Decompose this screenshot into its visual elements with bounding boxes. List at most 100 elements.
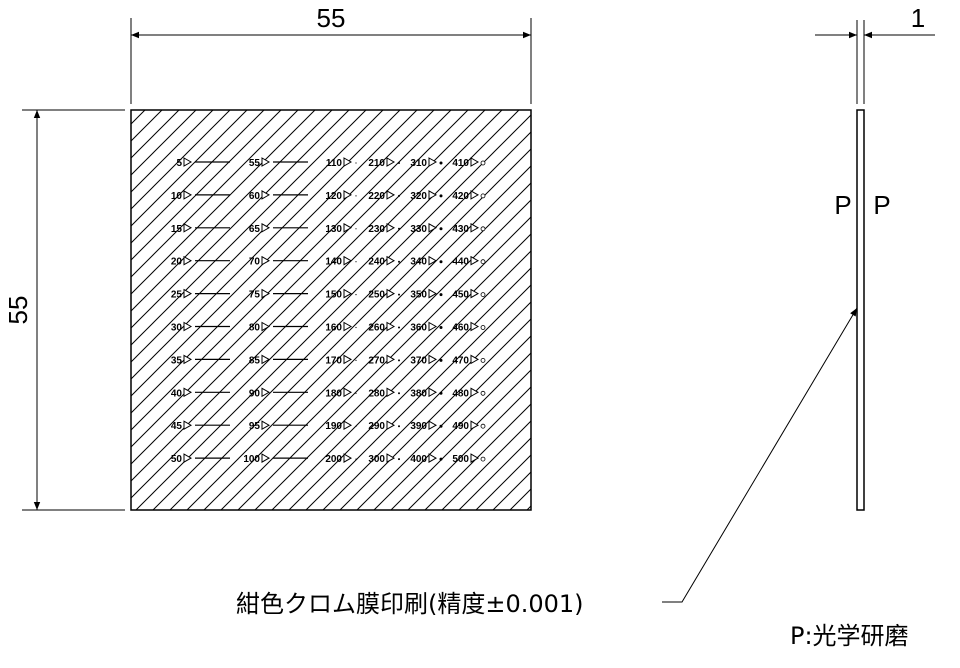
face-label-left: P (834, 190, 851, 220)
triangle-marker (470, 453, 480, 463)
width-dimension: 55 (130, 3, 532, 104)
triangle-marker (386, 288, 396, 299)
scale-label: 65 (249, 224, 261, 235)
triangle-marker (386, 222, 396, 233)
scale-label: 400 (410, 454, 427, 465)
scale-label: 500 (452, 454, 469, 465)
scale-label: 300 (368, 454, 385, 465)
triangle-marker (261, 222, 271, 233)
scale-mark-tiny-dot (355, 261, 357, 263)
scale-mark-circle (480, 193, 486, 199)
triangle-marker (343, 453, 353, 463)
scale-label: 260 (368, 323, 385, 334)
scale-label: 50 (171, 454, 183, 465)
scale-mark-tiny-dot (355, 326, 357, 329)
scale-label: 90 (249, 388, 261, 399)
triangle-marker (261, 288, 271, 299)
triangle-marker (261, 255, 271, 266)
scale-label: 15 (171, 224, 183, 235)
scale-label: 75 (249, 290, 261, 301)
triangle-marker (183, 321, 193, 332)
scale-label: 60 (249, 191, 261, 202)
scale-label: 110 (326, 158, 343, 169)
triangle-marker (183, 387, 193, 398)
scale-mark-tiny-dot (355, 458, 357, 460)
triangle-marker (428, 157, 438, 167)
scale-mark-small-dot (398, 359, 400, 362)
scale-label: 450 (452, 290, 469, 301)
triangle-marker (261, 354, 271, 365)
coating-note: 紺色クロム膜印刷(精度±0.001) (236, 590, 584, 618)
scale-mark-small-dot (398, 293, 400, 296)
scale-label: 230 (368, 224, 385, 235)
scale-label: 70 (249, 257, 261, 268)
scale-mark-dot (439, 194, 443, 198)
scale-label: 5 (176, 158, 182, 169)
triangle-marker (343, 222, 353, 233)
polish-legend: P:光学研磨 (790, 622, 909, 650)
scale-mark-circle (480, 226, 486, 232)
triangle-marker (343, 387, 353, 398)
scale-mark-dot (439, 457, 443, 461)
scale-mark-dot (439, 424, 443, 428)
scale-label: 95 (249, 421, 261, 432)
plate-side-view (856, 109, 865, 511)
scale-mark-circle (480, 160, 486, 166)
scale-label: 30 (171, 323, 183, 334)
scale-label: 430 (452, 224, 469, 235)
scale-mark-circle (480, 292, 486, 298)
triangle-marker (261, 420, 271, 431)
triangle-marker (470, 255, 480, 266)
triangle-marker (343, 420, 353, 431)
thickness-dimension: 1 (815, 3, 935, 104)
triangle-marker (386, 387, 396, 398)
width-value: 55 (317, 3, 346, 33)
triangle-marker (428, 288, 438, 299)
triangle-marker (343, 255, 353, 266)
triangle-marker (386, 321, 396, 332)
scale-label: 490 (452, 421, 469, 432)
triangle-marker (261, 190, 271, 200)
scale-label: 420 (452, 191, 469, 202)
scale-label: 220 (368, 191, 385, 202)
scale-label: 200 (325, 454, 342, 465)
triangle-marker (386, 190, 396, 200)
triangle-marker (183, 420, 193, 431)
scale-mark-tiny-dot (355, 392, 357, 394)
triangle-marker (428, 222, 438, 233)
triangle-marker (261, 157, 271, 167)
scale-mark-tiny-dot (355, 359, 357, 361)
scale-mark-small-dot (398, 458, 400, 461)
triangle-marker (183, 255, 193, 266)
triangle-marker (343, 190, 353, 200)
scale-label: 350 (410, 290, 427, 301)
scale-label: 440 (452, 257, 469, 268)
scale-mark-circle (480, 456, 486, 462)
triangle-marker (470, 387, 480, 398)
scale-label: 100 (243, 454, 260, 465)
triangle-marker (470, 420, 480, 431)
scale-label: 470 (452, 355, 469, 366)
triangle-marker (343, 288, 353, 299)
triangle-marker (428, 190, 438, 200)
triangle-marker (428, 321, 438, 332)
scale-label: 25 (171, 290, 183, 301)
scale-mark-circle (480, 325, 486, 330)
scale-mark-circle (480, 390, 486, 396)
triangle-marker (470, 354, 480, 365)
scale-label: 45 (171, 421, 183, 432)
scale-label: 170 (325, 355, 342, 366)
scale-label: 460 (452, 323, 469, 334)
scale-mark-tiny-dot (355, 294, 357, 296)
scale-mark-small-dot (398, 392, 400, 395)
scale-label: 180 (325, 388, 342, 399)
scale-grid: 5101520253035404550556065707580859095100… (171, 157, 486, 465)
scale-mark-tiny-dot (355, 425, 357, 427)
triangle-marker (183, 157, 193, 167)
scale-label: 250 (368, 290, 385, 301)
plate-front-view (130, 109, 532, 511)
triangle-marker (261, 453, 271, 463)
scale-mark-small-dot (398, 162, 400, 164)
scale-mark-tiny-dot (355, 195, 357, 197)
